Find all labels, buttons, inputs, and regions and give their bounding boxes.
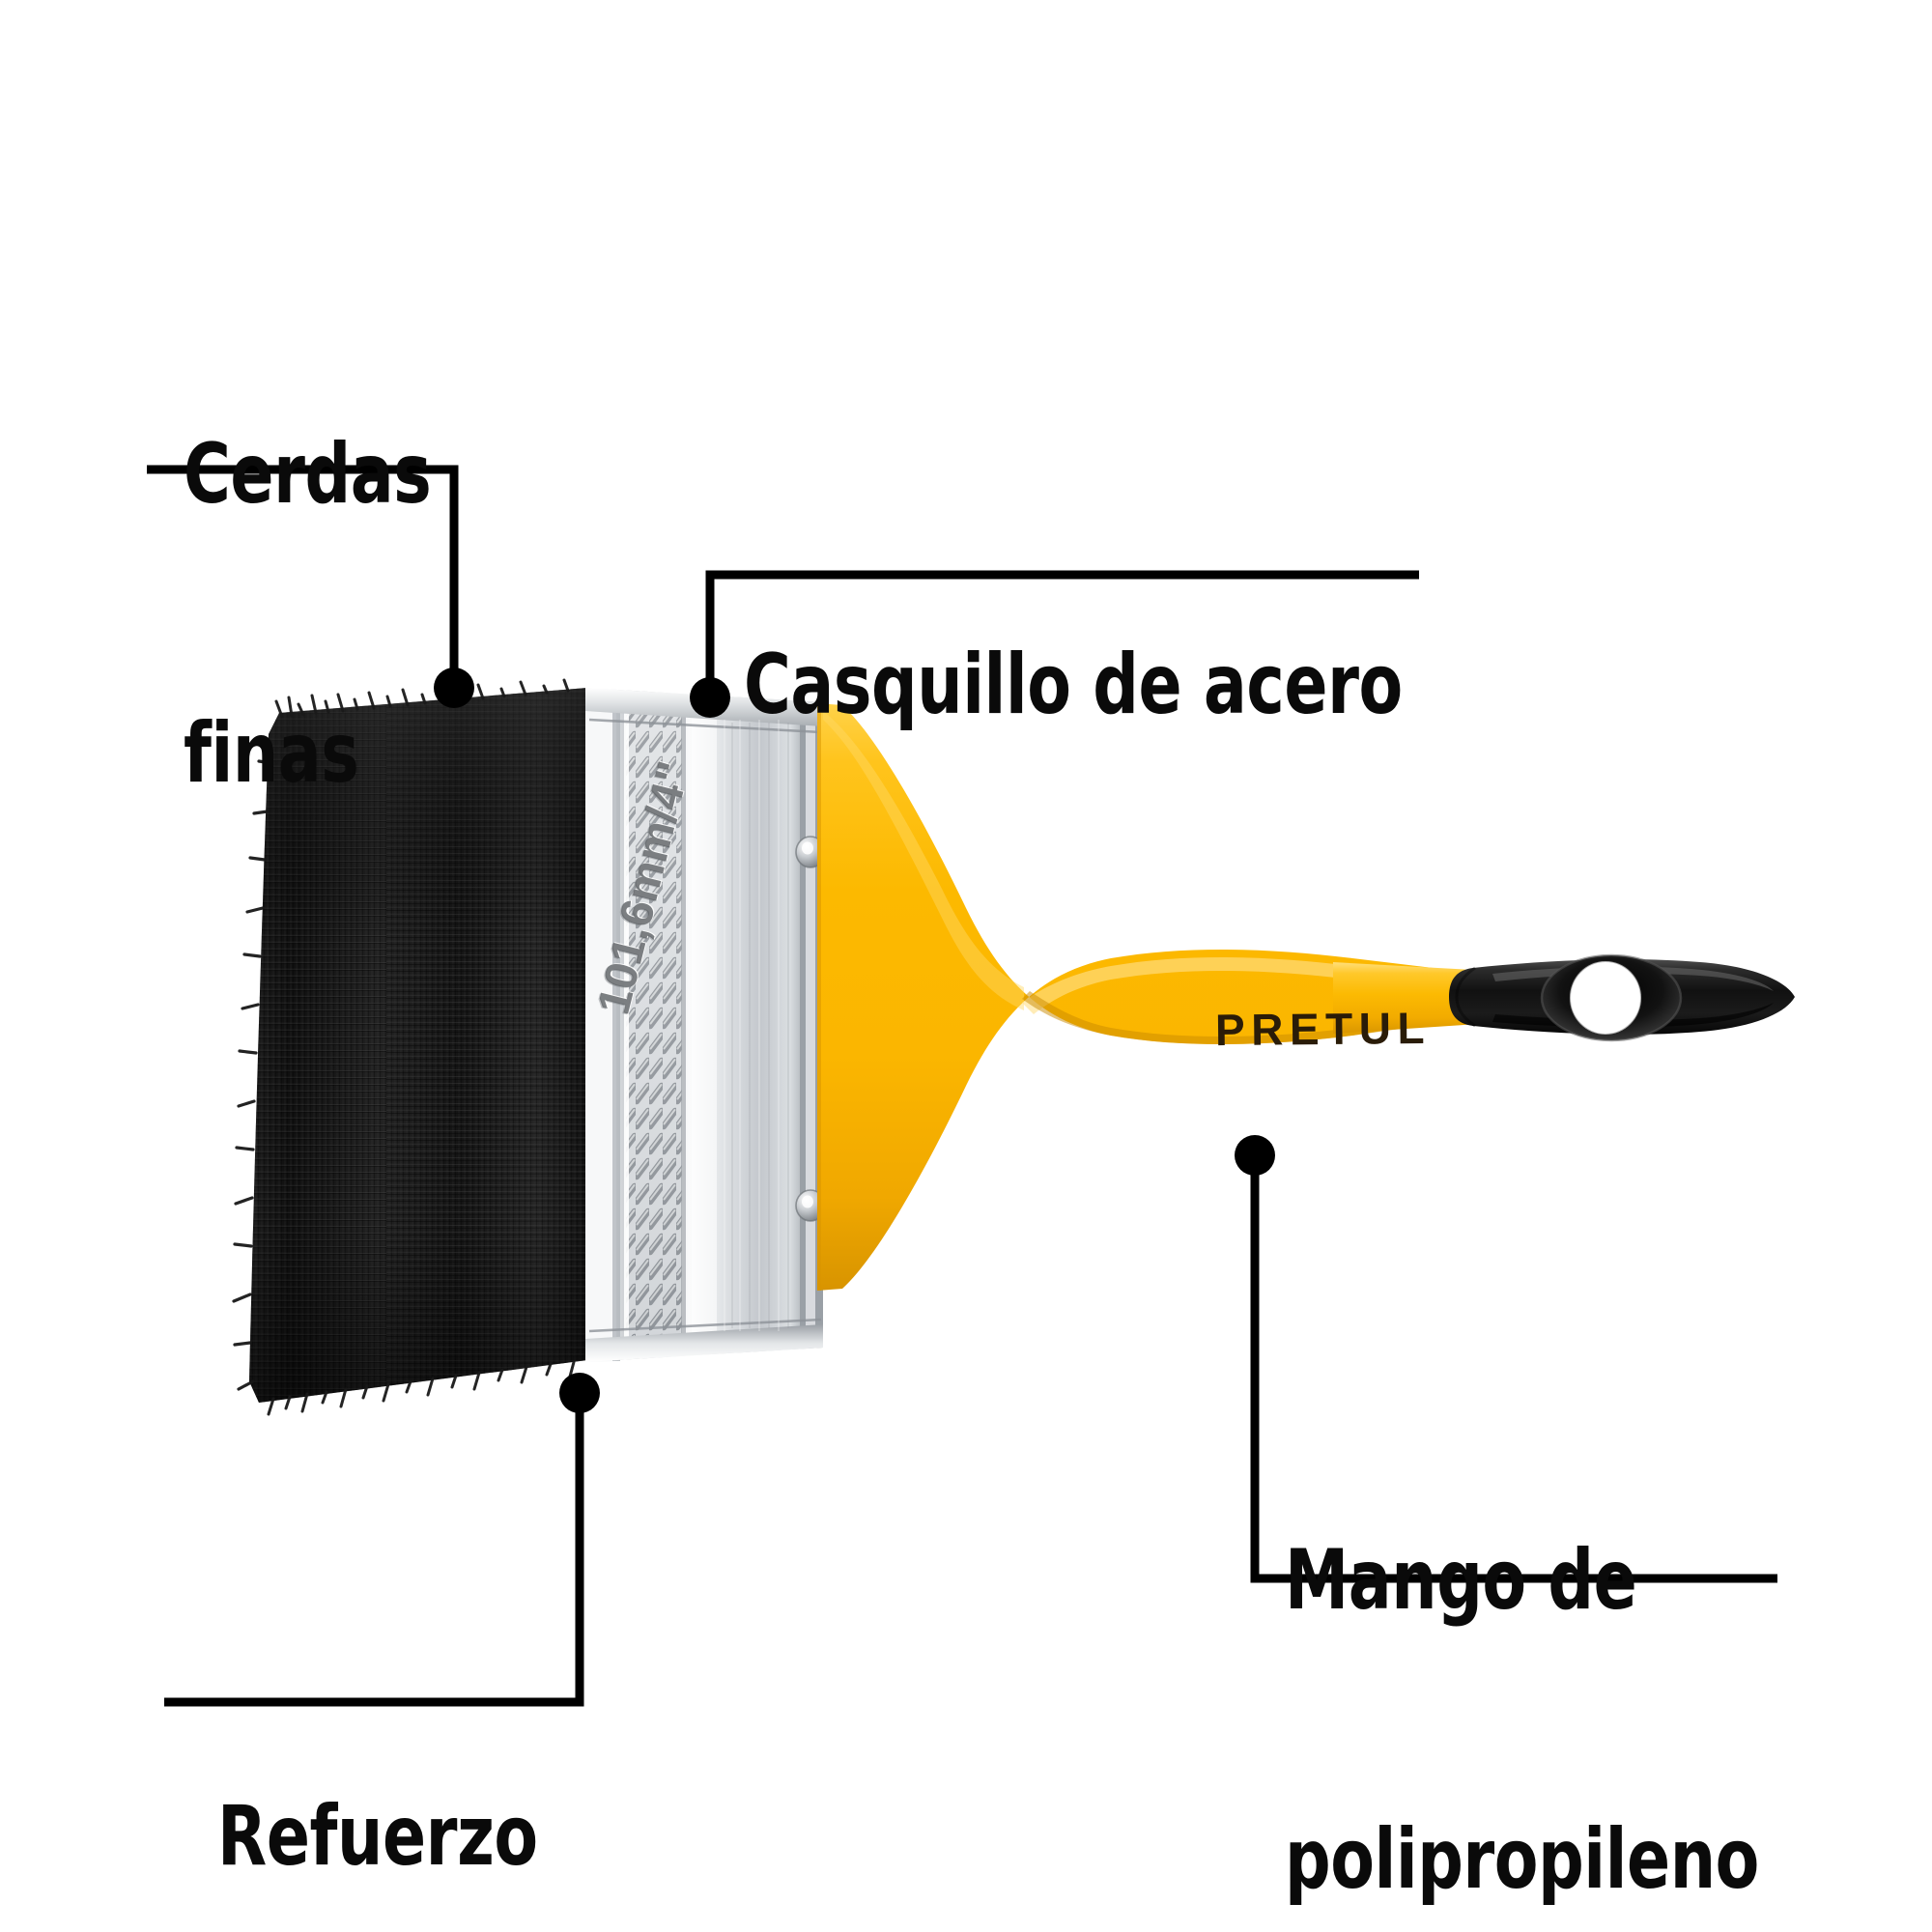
callout-line-2: polipropileno (1285, 1810, 1759, 1908)
bristle-tips-top (274, 678, 570, 719)
ferrule-top-crease (588, 718, 822, 734)
handle-group (817, 703, 1795, 1291)
callout-label-refuerzo: Refuerzo (217, 1604, 538, 1932)
handle-flare-highlight (823, 711, 1024, 1010)
callout-leaders (147, 465, 1777, 1707)
callout-dot-refuerzo (559, 1373, 600, 1413)
callout-dot-casquillo-de-acero (690, 677, 730, 718)
ferrule-brushed-streaks (724, 720, 780, 1331)
leader-cerdas-finas (147, 465, 459, 676)
ferrule-smooth-panel (690, 703, 804, 1346)
leader-mango-de-polipropileno (1250, 1167, 1777, 1583)
ferrule-brushed-streaks-dark (731, 723, 789, 1328)
callout-dot-cerdas-finas (434, 668, 474, 708)
ferrule-left-lip-shadow (612, 690, 620, 1361)
ferrule-panel-highlight (692, 705, 717, 1345)
callout-dot-mango-de-polipropileno (1235, 1135, 1275, 1176)
bristles-group (232, 678, 587, 1416)
ferrule-rib-band (624, 701, 686, 1347)
hang-hole-bezel-rim (1540, 953, 1683, 1042)
callout-line-2: finas (184, 704, 359, 802)
callout-line-1: Mango de (1285, 1531, 1637, 1629)
callout-label-mango-de-polipropileno: Mango de polipropileno (1285, 1348, 1759, 1932)
grip-transition-edge (1455, 966, 1476, 1028)
callout-line-1: Cerdas (184, 425, 432, 523)
brand-logo-text: PRETUL (1214, 1002, 1432, 1056)
callout-line-1: Casquillo de acero (744, 636, 1403, 733)
bristle-tips-bottom (267, 1360, 576, 1416)
leader-refuerzo (164, 1405, 584, 1707)
ferrule-bottom-crease (588, 1318, 822, 1333)
callout-label-casquillo-de-acero: Casquillo de acero (744, 452, 1403, 918)
callout-label-cerdas-finas: Cerdas finas (184, 242, 432, 986)
handle-yellow-body (817, 703, 1449, 1291)
callout-dots (434, 668, 1275, 1413)
hang-hole-aperture-shade (1569, 960, 1642, 1036)
bristles-shading (249, 688, 587, 1403)
hang-hole-aperture (1570, 961, 1641, 1035)
ferrule-left-lip (585, 688, 616, 1362)
callout-line-1: Refuerzo (217, 1787, 538, 1885)
bristle-tips-left (232, 759, 273, 1391)
leader-casquillo-de-acero (705, 570, 1419, 686)
ferrule-bottom-bevel (585, 1324, 823, 1362)
